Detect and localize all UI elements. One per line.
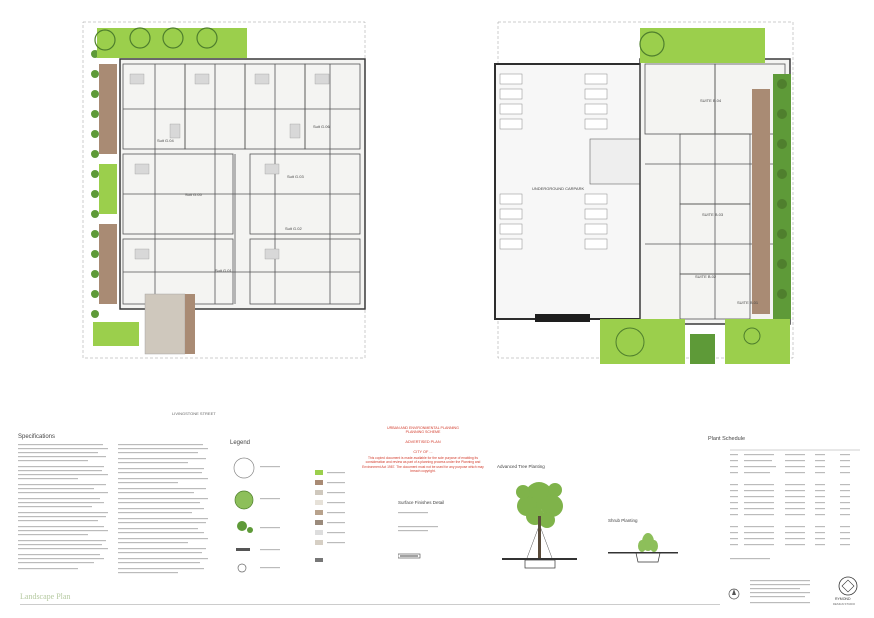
specification-text-block — [18, 444, 208, 574]
stamp-line1: URBAN AND ENVIRONMENTAL PLANNING — [387, 426, 459, 430]
edging-symbol-icon — [236, 548, 250, 551]
firm-subtitle: DESIGN STUDIO — [833, 602, 856, 606]
specifications-title: Specifications — [18, 434, 56, 440]
shrub-symbol-icon — [234, 490, 254, 510]
groundcover-symbol-icon — [237, 521, 247, 531]
specifications-panel: Specifications — [18, 434, 218, 584]
plant-schedule-panel: Plant Schedule — [700, 436, 860, 586]
bottom-rule — [20, 604, 720, 605]
street-label: LIVINGSTONE STREET — [172, 411, 216, 416]
surface-finishes-panel: Surface Finishes Detail — [398, 500, 488, 580]
basement-landscape-plan: UNDERGROUND CARPARK SUITE B.04 SUITE B.0… — [490, 14, 800, 369]
stamp-line3: ADVERTISED PLAN — [405, 440, 441, 444]
carpark-label: UNDERGROUND CARPARK — [532, 186, 585, 191]
shrub-planting-detail: Shrub Planting — [608, 518, 678, 574]
unit-label: Suit G.06 — [313, 124, 330, 129]
advanced-tree-detail: Advanced Tree Planting — [497, 464, 582, 574]
advertised-plan-stamp: URBAN AND ENVIRONMENTAL PLANNING PLANNIN… — [360, 426, 486, 474]
firm-logo-icon — [838, 576, 858, 596]
advanced-tree-title: Advanced Tree Planting — [497, 464, 545, 469]
title-block: RYMOND DESIGN STUDIO — [720, 574, 860, 610]
shrub-planting-title: Shrub Planting — [608, 518, 638, 523]
sheet-title: Landscape Plan — [20, 592, 71, 601]
legend-panel: Legend — [230, 440, 350, 580]
surface-finishes-title: Surface Finishes Detail — [398, 500, 445, 505]
unit-label: Suit G.03 — [287, 174, 304, 179]
unit-label: Suit G.04 — [157, 138, 174, 143]
unit-label: Suit G.05 — [185, 192, 202, 197]
unit-label: SUITE B.04 — [700, 98, 722, 103]
unit-label: Suit G.02 — [285, 226, 302, 231]
stamp-line2: PLANNING SCHEME — [405, 430, 441, 434]
ground-floor-landscape-plan: Suit G.04 Suit G.05 Suit G.06 Suit G.03 … — [75, 14, 370, 369]
legend-title: Legend — [230, 440, 251, 446]
stamp-body: This copied document is made available f… — [362, 456, 484, 474]
firm-name: RYMOND — [835, 597, 851, 601]
unit-label: Suit G.01 — [215, 268, 232, 273]
plant-schedule-title: Plant Schedule — [708, 436, 745, 442]
stamp-line4: CITY OF ... — [413, 450, 433, 454]
planter-symbol-icon — [237, 563, 247, 573]
unit-label: SUITE B.02 — [695, 274, 717, 279]
unit-label: SUITE B.01 — [737, 300, 759, 305]
unit-label: SUITE B.03 — [702, 212, 724, 217]
tree-symbol-icon — [233, 457, 255, 479]
